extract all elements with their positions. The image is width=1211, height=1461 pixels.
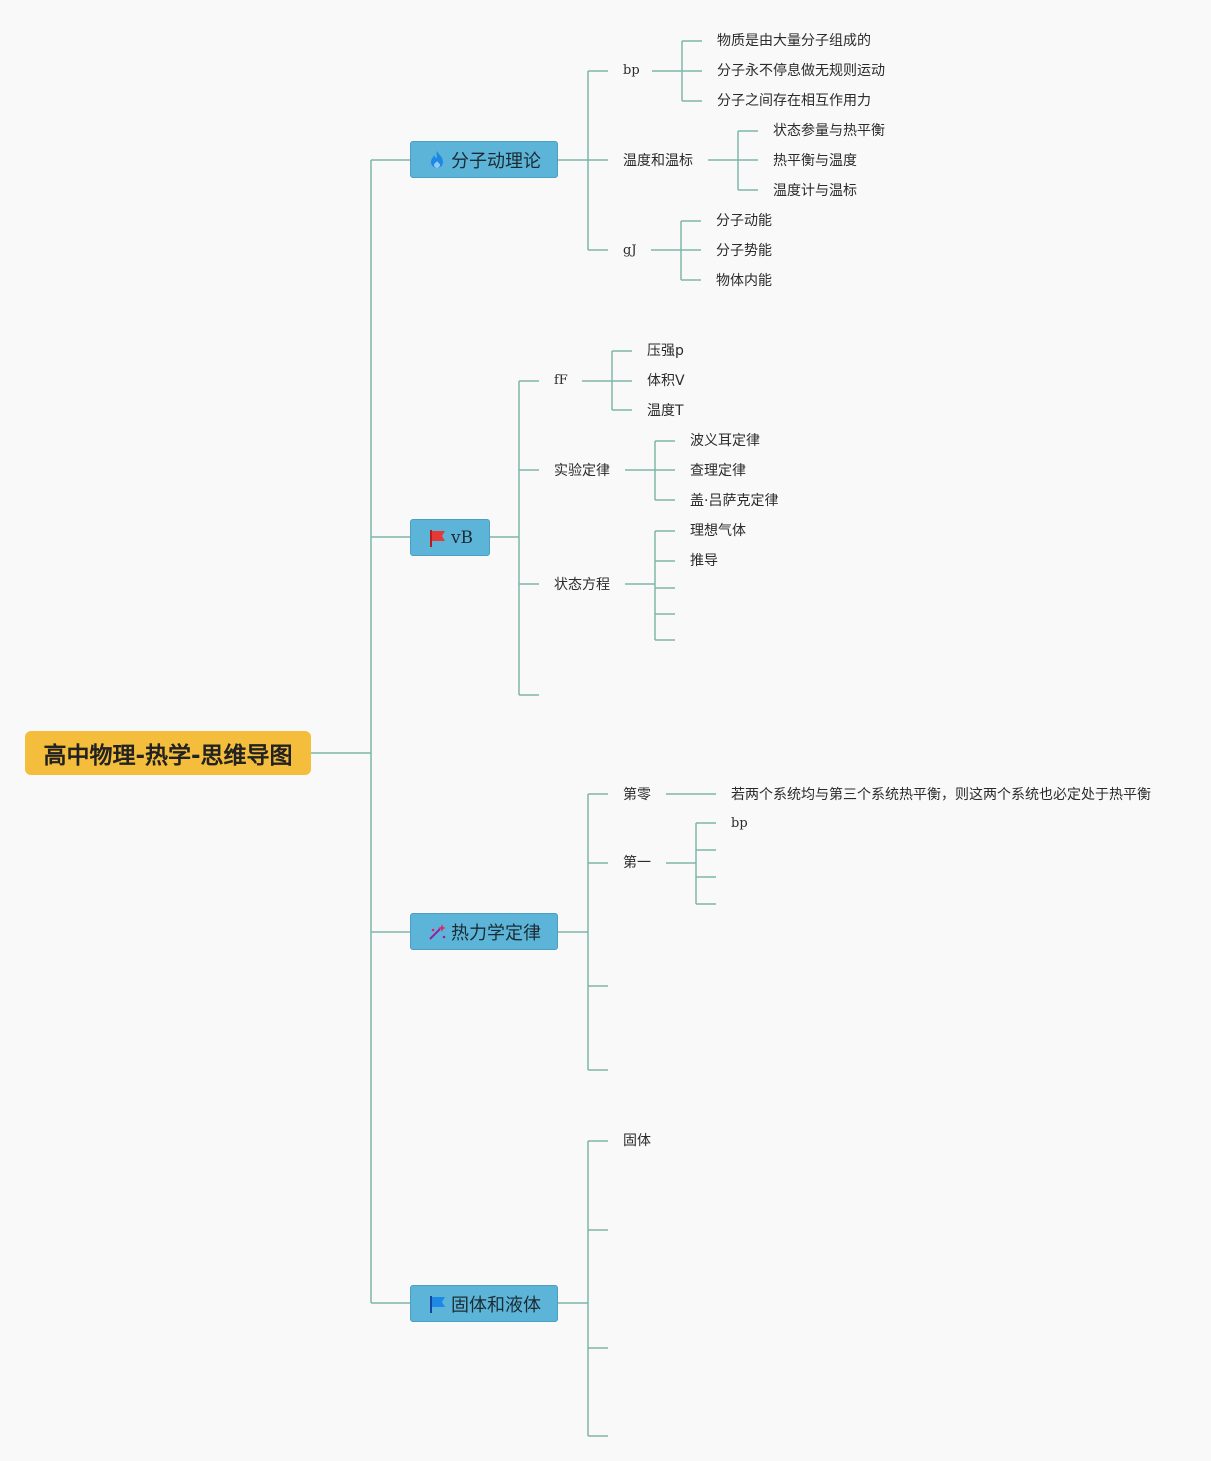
red-flag-icon [427, 528, 447, 548]
leaf-topic[interactable]: 分子永不停息做无规则运动 [717, 63, 885, 79]
subtopic[interactable]: 状态方程 [554, 577, 610, 593]
leaf-topic[interactable]: 物体内能 [716, 273, 772, 289]
leaf-topic[interactable]: 分子势能 [716, 243, 772, 259]
leaf-topic[interactable]: 热平衡与温度 [773, 153, 857, 169]
leaf-topic[interactable]: 体积V [647, 373, 685, 389]
leaf-topic[interactable]: 推导 [690, 553, 718, 569]
leaf-topic[interactable]: 理想气体 [690, 523, 746, 539]
flame-icon [427, 150, 447, 170]
root-topic-label: 高中物理-热学-思维导图 [43, 743, 293, 769]
leaf-topic[interactable]: 查理定律 [690, 463, 746, 479]
root-topic[interactable]: 高中物理-热学-思维导图 [25, 731, 311, 775]
branch-topic-label: 分子动理论 [451, 150, 541, 172]
leaf-topic[interactable]: 状态参量与热平衡 [773, 123, 885, 139]
leaf-topic[interactable]: 波义耳定律 [690, 433, 760, 449]
subtopic[interactable]: 实验定律 [554, 463, 610, 479]
leaf-topic[interactable]: 物质是由大量分子组成的 [717, 33, 871, 49]
leaf-topic[interactable]: 温度T [647, 403, 684, 419]
leaf-topic[interactable]: 若两个系统均与第三个系统热平衡，则这两个系统也必定处于热平衡 [731, 787, 1151, 803]
subtopic[interactable]: fF [554, 373, 568, 388]
subtopic[interactable]: 第零 [623, 787, 651, 803]
branch-topic-thermodynamics[interactable]: 热力学定律 [410, 913, 558, 950]
leaf-topic[interactable]: 温度计与温标 [773, 183, 857, 199]
subtopic[interactable]: bp [623, 63, 640, 78]
leaf-topic[interactable]: 分子之间存在相互作用力 [717, 93, 871, 109]
leaf-topic[interactable]: bp [731, 816, 748, 831]
leaf-topic[interactable]: 盖·吕萨克定律 [690, 493, 779, 509]
branch-topic-solid-liquid[interactable]: 固体和液体 [410, 1285, 558, 1322]
subtopic[interactable]: 温度和温标 [623, 153, 693, 169]
blue-flag-icon [427, 1294, 447, 1314]
subtopic[interactable]: 第一 [623, 855, 651, 871]
sparkle-wand-icon [427, 922, 447, 942]
leaf-topic[interactable]: 压强p [647, 343, 684, 359]
subtopic[interactable]: 固体 [623, 1133, 651, 1149]
branch-topic-molecular-theory[interactable]: 分子动理论 [410, 141, 558, 178]
branch-topic-label: vB [450, 527, 474, 548]
branch-topic-label: 热力学定律 [451, 922, 541, 944]
subtopic[interactable]: gJ [623, 243, 637, 258]
branch-topic-gas[interactable]: vB [410, 519, 490, 556]
leaf-topic[interactable]: 分子动能 [716, 213, 772, 229]
branch-topic-label: 固体和液体 [451, 1294, 541, 1316]
